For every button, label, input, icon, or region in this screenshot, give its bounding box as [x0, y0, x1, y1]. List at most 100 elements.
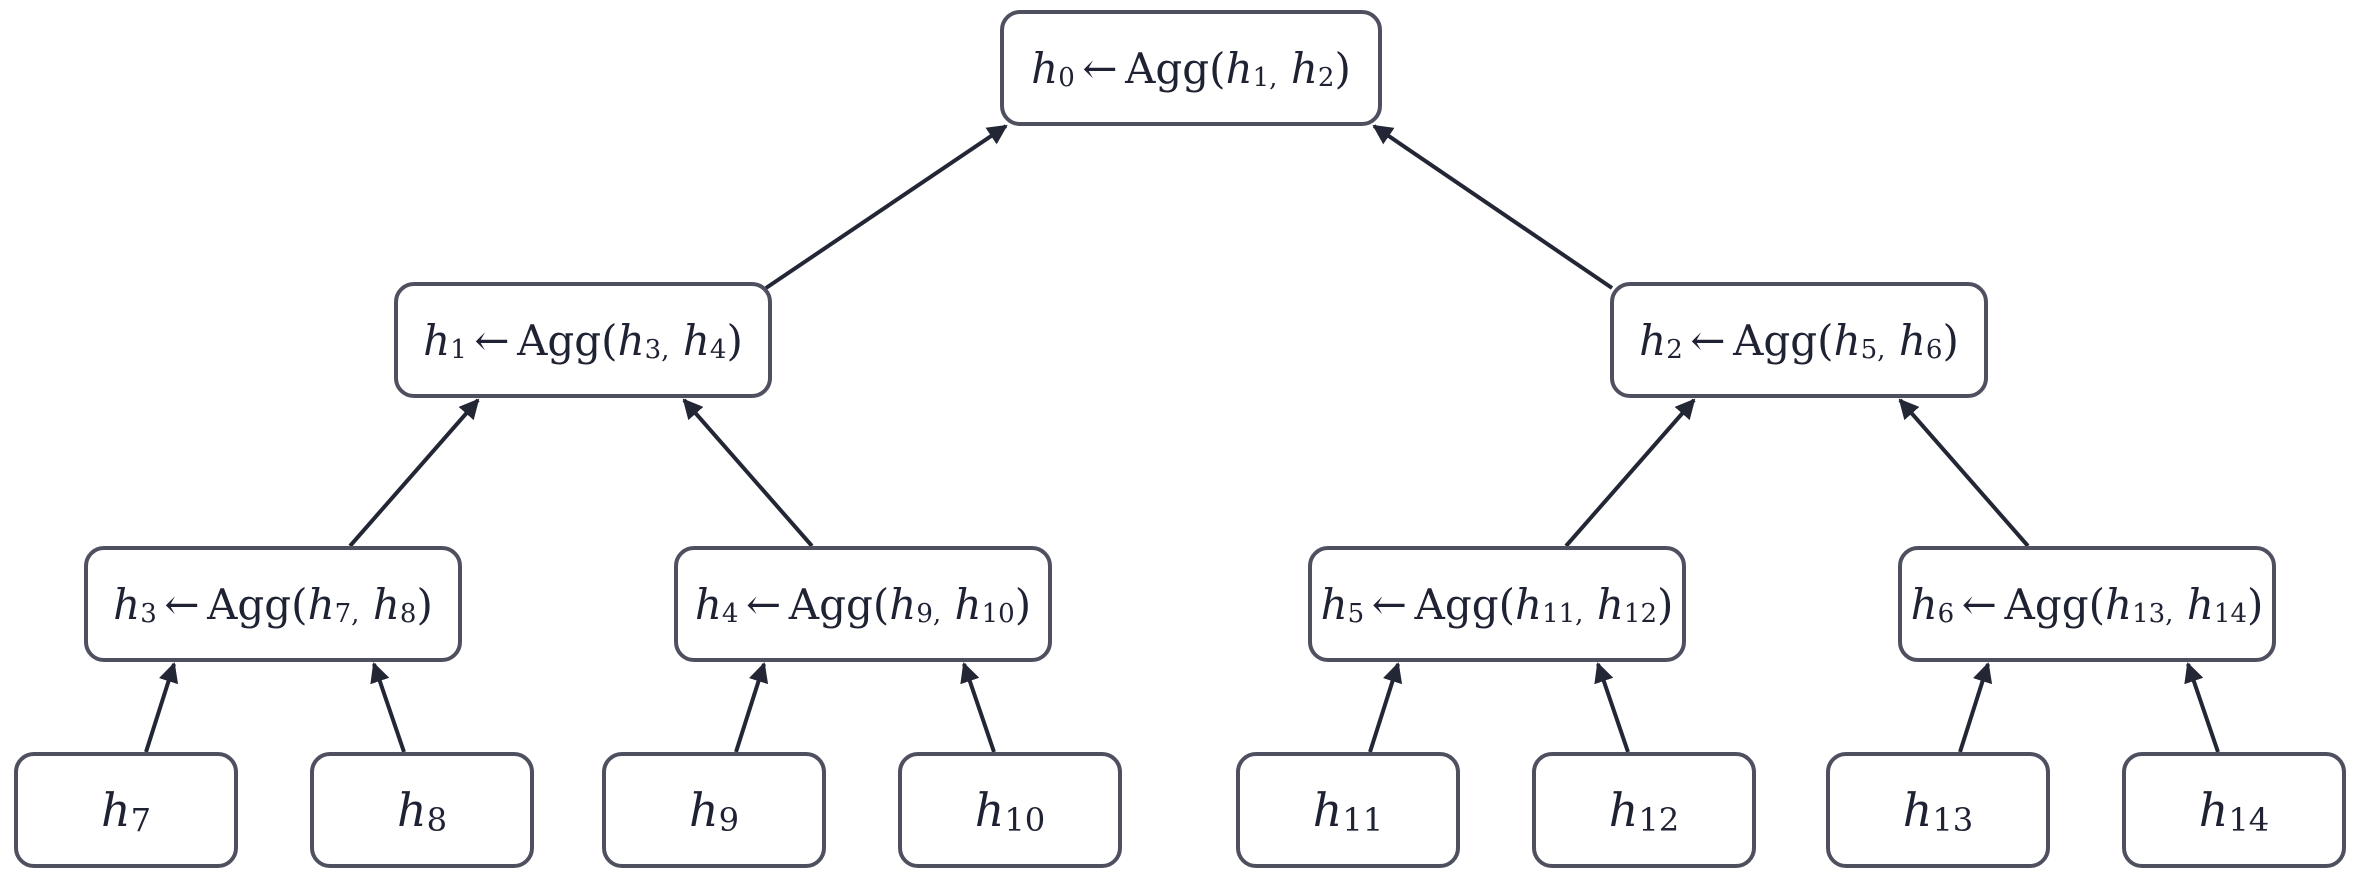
- edge-h5-to-h2: [1564, 398, 1696, 548]
- edge-h4-to-h1: [682, 398, 814, 548]
- agg-function: Agg(: [517, 315, 618, 365]
- arg-b-var: h: [372, 579, 400, 629]
- node-subscript: 1: [450, 334, 467, 365]
- leaf-var: h: [1312, 783, 1343, 837]
- arg-a-var: h: [307, 579, 335, 629]
- node-subscript: 6: [1937, 598, 1955, 629]
- leaf-var: h: [396, 783, 427, 837]
- arg-a-subscript: 1,: [1252, 62, 1278, 93]
- node-var: h: [1031, 43, 1059, 93]
- leaf-subscript: 13: [1932, 801, 1974, 840]
- assign-arrow: ←: [164, 579, 200, 629]
- leaf-var: h: [688, 783, 719, 837]
- agg-function: Agg(: [788, 579, 890, 629]
- edge-h14-to-h6: [2184, 662, 2220, 753]
- node-subscript: 0: [1058, 62, 1075, 93]
- leaf-var: h: [974, 783, 1005, 837]
- arg-b-var: h: [1290, 43, 1318, 93]
- node-var: h: [694, 579, 722, 629]
- arg-a-var: h: [617, 315, 645, 365]
- arg-b-subscript: 14: [2213, 598, 2248, 629]
- close-paren: ): [726, 315, 743, 365]
- close-paren: ): [1334, 43, 1351, 93]
- arg-a-var: h: [1833, 315, 1861, 365]
- edge-h2-to-h0: [1372, 124, 1614, 290]
- edge-h6-to-h2: [1898, 398, 2030, 548]
- edge-h10-to-h4: [960, 662, 996, 753]
- close-paren: ): [416, 579, 433, 629]
- arg-a-subscript: 3,: [644, 334, 670, 365]
- leaf-subscript: 8: [426, 801, 448, 840]
- leaf-var: h: [2198, 783, 2229, 837]
- leaf-subscript: 9: [718, 801, 740, 840]
- agg-function: Agg(: [1125, 43, 1226, 93]
- edge-h8-to-h3: [370, 662, 406, 753]
- assign-arrow: ←: [746, 579, 782, 629]
- arg-b-subscript: 2: [1317, 62, 1335, 93]
- arg-b-var: h: [682, 315, 710, 365]
- edge-h13-to-h6: [1958, 662, 1993, 753]
- agg-function: Agg(: [1733, 315, 1834, 365]
- edge-h7-to-h3: [144, 662, 179, 753]
- leaf-subscript: 7: [130, 801, 152, 840]
- arg-a-var: h: [1515, 579, 1543, 629]
- node-var: h: [1639, 315, 1667, 365]
- leaf-var: h: [1608, 783, 1639, 837]
- edge-h9-to-h4: [734, 662, 769, 753]
- assign-arrow: ←: [474, 315, 510, 365]
- arg-a-subscript: 11,: [1542, 598, 1584, 629]
- arg-a-subscript: 13,: [2132, 598, 2174, 629]
- close-paren: ): [1657, 579, 1674, 629]
- close-paren: ): [2247, 579, 2264, 629]
- leaf-var: h: [1902, 783, 1933, 837]
- node-var: h: [113, 579, 141, 629]
- node-var: h: [1910, 579, 1938, 629]
- close-paren: ): [1014, 579, 1032, 629]
- agg-function: Agg(: [2004, 579, 2106, 629]
- arg-b-subscript: 12: [1623, 598, 1658, 629]
- edge-h11-to-h5: [1368, 662, 1403, 753]
- arg-b-var: h: [2186, 579, 2214, 629]
- close-paren: ): [1942, 315, 1959, 365]
- edge-h1-to-h0: [764, 124, 1008, 290]
- arg-b-var: h: [954, 579, 982, 629]
- node-subscript: 4: [721, 598, 739, 629]
- arg-a-subscript: 7,: [334, 598, 360, 629]
- node-subscript: 5: [1347, 598, 1365, 629]
- edge-h3-to-h1: [348, 398, 480, 548]
- node-subscript: 2: [1666, 334, 1683, 365]
- arg-a-subscript: 9,: [916, 598, 942, 629]
- edge-h12-to-h5: [1594, 662, 1630, 753]
- assign-arrow: ←: [1082, 43, 1118, 93]
- node-var: h: [423, 315, 451, 365]
- agg-function: Agg(: [1414, 579, 1516, 629]
- leaf-subscript: 11: [1342, 801, 1384, 840]
- leaf-subscript: 14: [2228, 801, 2270, 840]
- arg-b-subscript: 6: [1925, 334, 1943, 365]
- arg-a-var: h: [889, 579, 917, 629]
- assign-arrow: ←: [1961, 579, 1997, 629]
- arg-b-var: h: [1898, 315, 1926, 365]
- arg-b-subscript: 4: [709, 334, 727, 365]
- node-subscript: 3: [140, 598, 157, 629]
- assign-arrow: ←: [1371, 579, 1407, 629]
- agg-function: Agg(: [207, 579, 308, 629]
- arg-a-var: h: [2105, 579, 2133, 629]
- node-var: h: [1320, 579, 1348, 629]
- arg-a-var: h: [1225, 43, 1253, 93]
- arg-a-subscript: 5,: [1860, 334, 1886, 365]
